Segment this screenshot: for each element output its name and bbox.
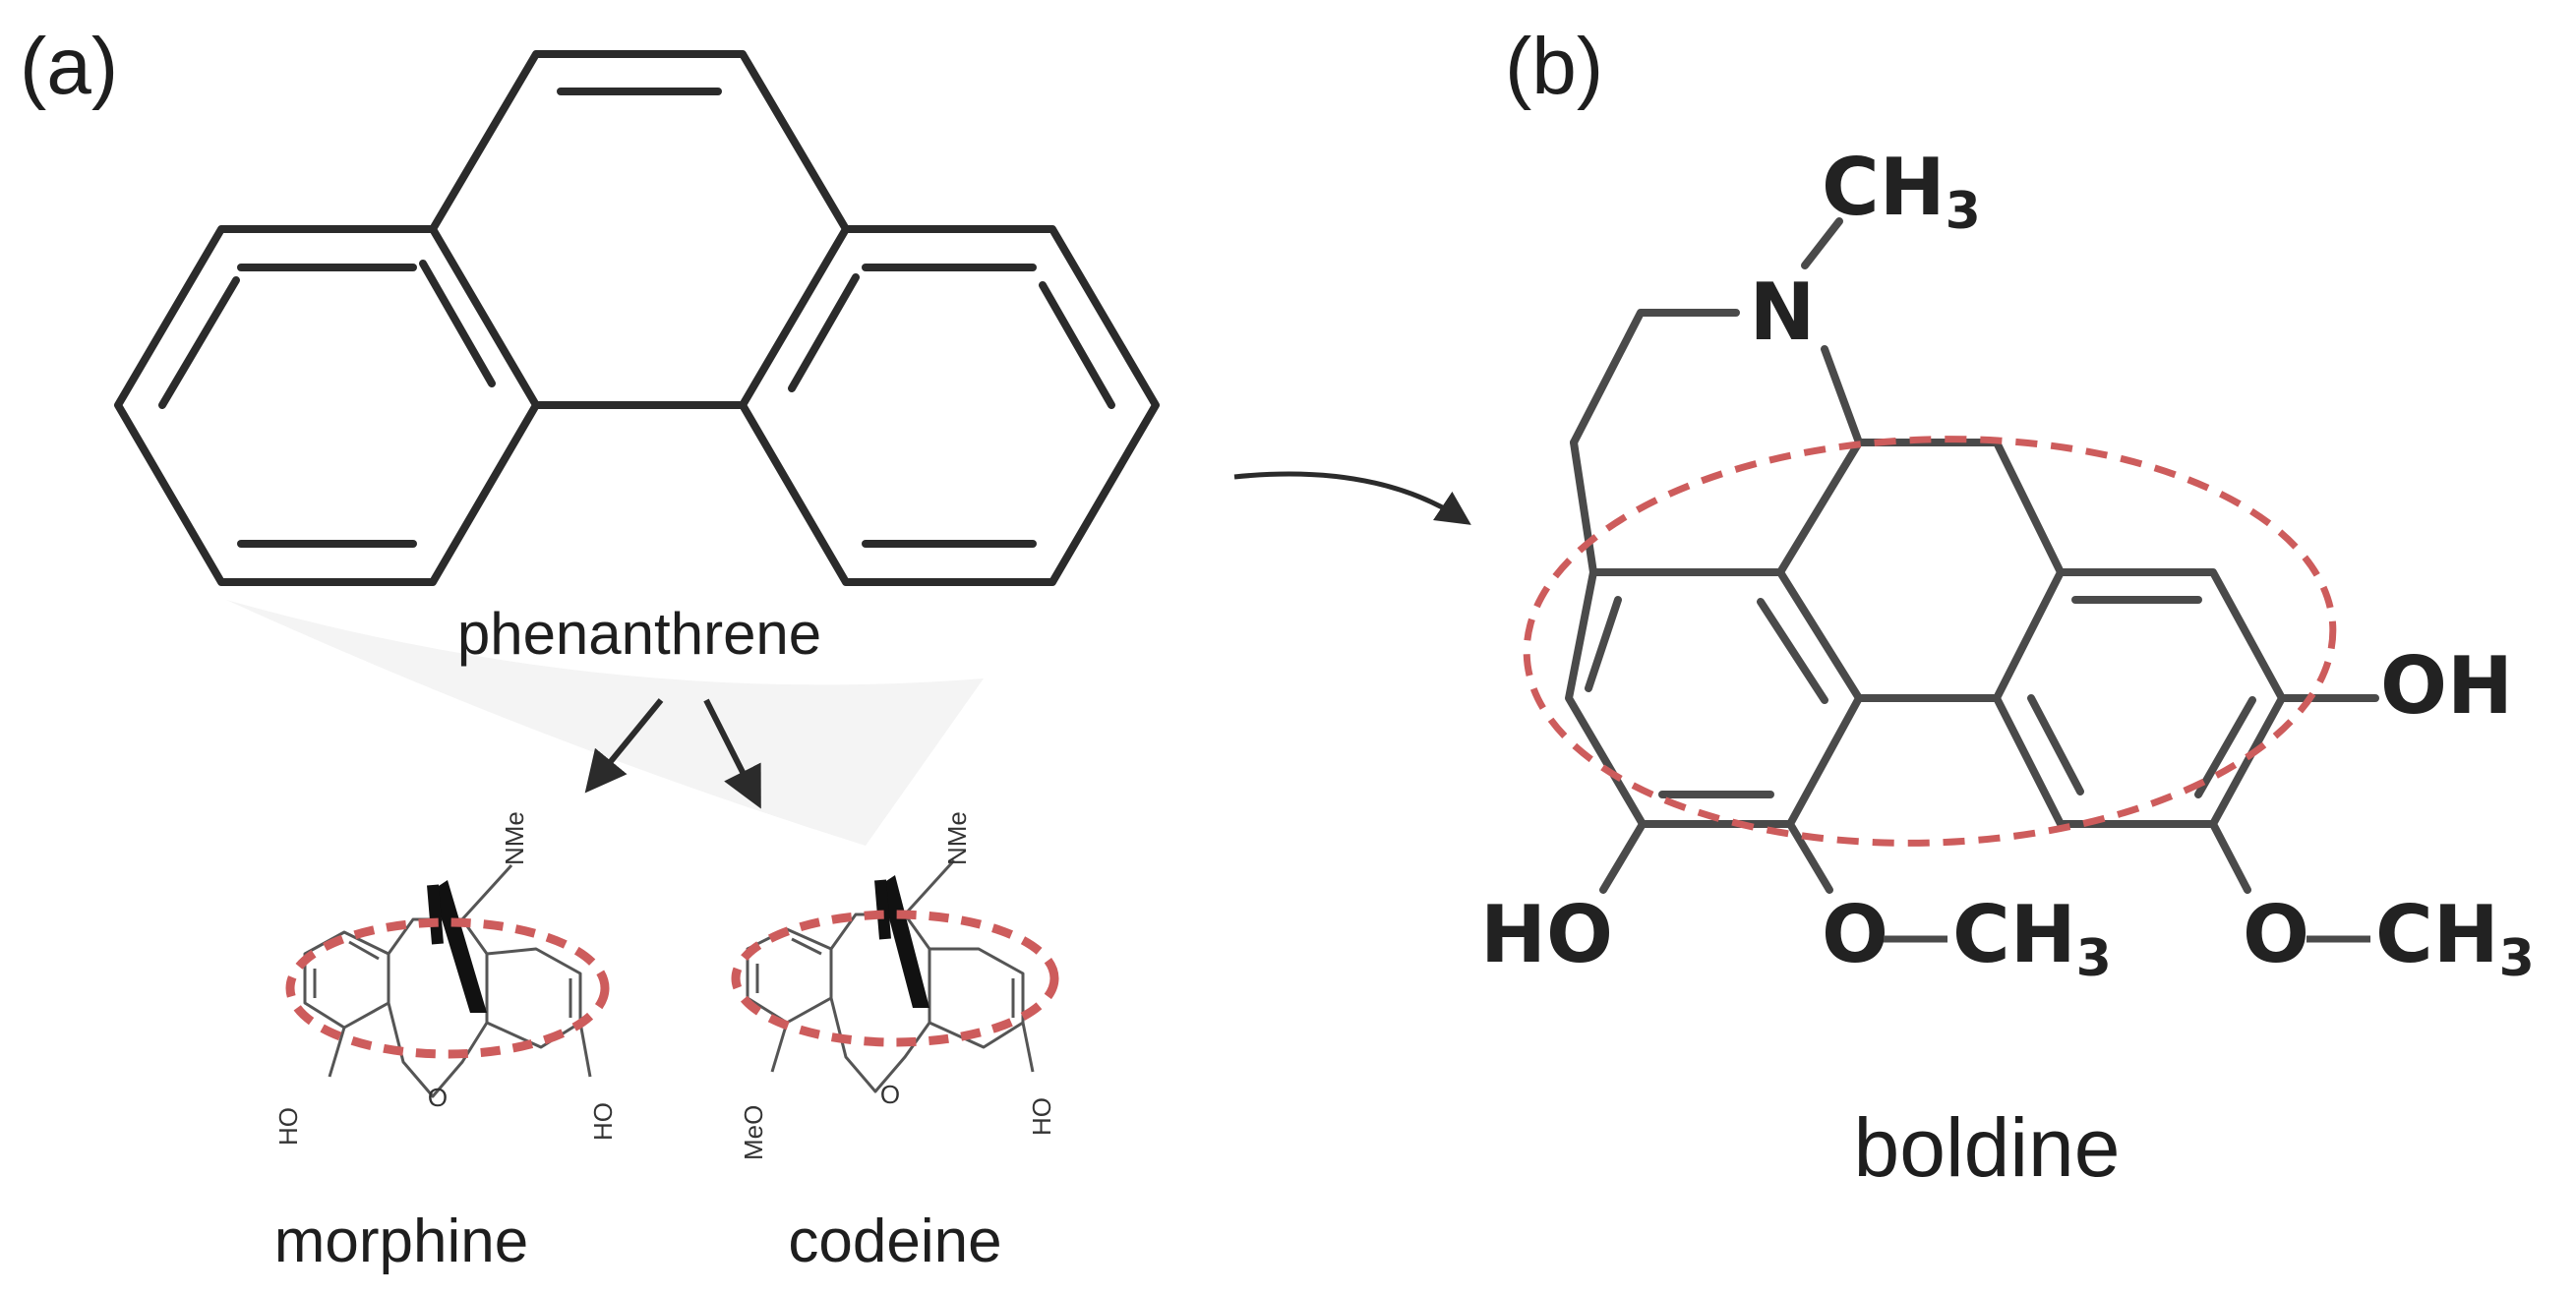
codeine-ho-right-label: HO <box>1027 1097 1056 1136</box>
background-shadow <box>226 600 984 846</box>
morphine-ho-left-label: HO <box>273 1107 303 1146</box>
phenanthrene-label: phenanthrene <box>457 601 821 667</box>
boldine-ho-label: HO <box>1480 889 1613 980</box>
phenanthrene-structure <box>114 50 1160 586</box>
codeine-highlight-ellipse <box>731 910 1059 1047</box>
morphine-highlight-ellipse <box>285 917 610 1059</box>
boldine-oh-label: OH <box>2380 640 2513 732</box>
boldine-ch3-right-label: CH3 <box>2375 889 2535 988</box>
morphine-label: morphine <box>274 1208 528 1275</box>
codeine-bold-bridge <box>874 879 891 940</box>
morphine-wedge-bond <box>433 880 487 1013</box>
boldine-label: boldine <box>1854 1101 2121 1194</box>
curved-arrow-icon <box>1233 471 1471 525</box>
derivation-arrows <box>584 698 761 809</box>
morphine-ho-right-label: HO <box>588 1102 618 1141</box>
boldine-o-right-label: O <box>2243 889 2309 980</box>
panel-label-a: (a) <box>20 22 118 111</box>
codeine-meo-label: MeO <box>739 1105 768 1160</box>
codeine-wedge-bond <box>880 875 929 1008</box>
boldine-n-label: N <box>1750 266 1816 358</box>
morphine-o-label: O <box>428 1083 448 1112</box>
boldine-ch3-top-label: CH3 <box>1822 142 1981 241</box>
boldine-highlight-ellipse <box>1523 436 2337 847</box>
boldine-ch3-mid-label: CH3 <box>1952 889 2112 988</box>
boldine-o-mid-label: O <box>1822 889 1888 980</box>
boldine-structure <box>1565 217 2379 894</box>
codeine-label: codeine <box>788 1208 1001 1275</box>
morphine-nme-label: NMe <box>500 811 529 865</box>
codeine-o-label: O <box>880 1080 900 1109</box>
panel-label-b: (b) <box>1505 22 1603 111</box>
codeine-nme-label: NMe <box>942 811 972 865</box>
morphine-bold-bridge <box>427 884 444 945</box>
